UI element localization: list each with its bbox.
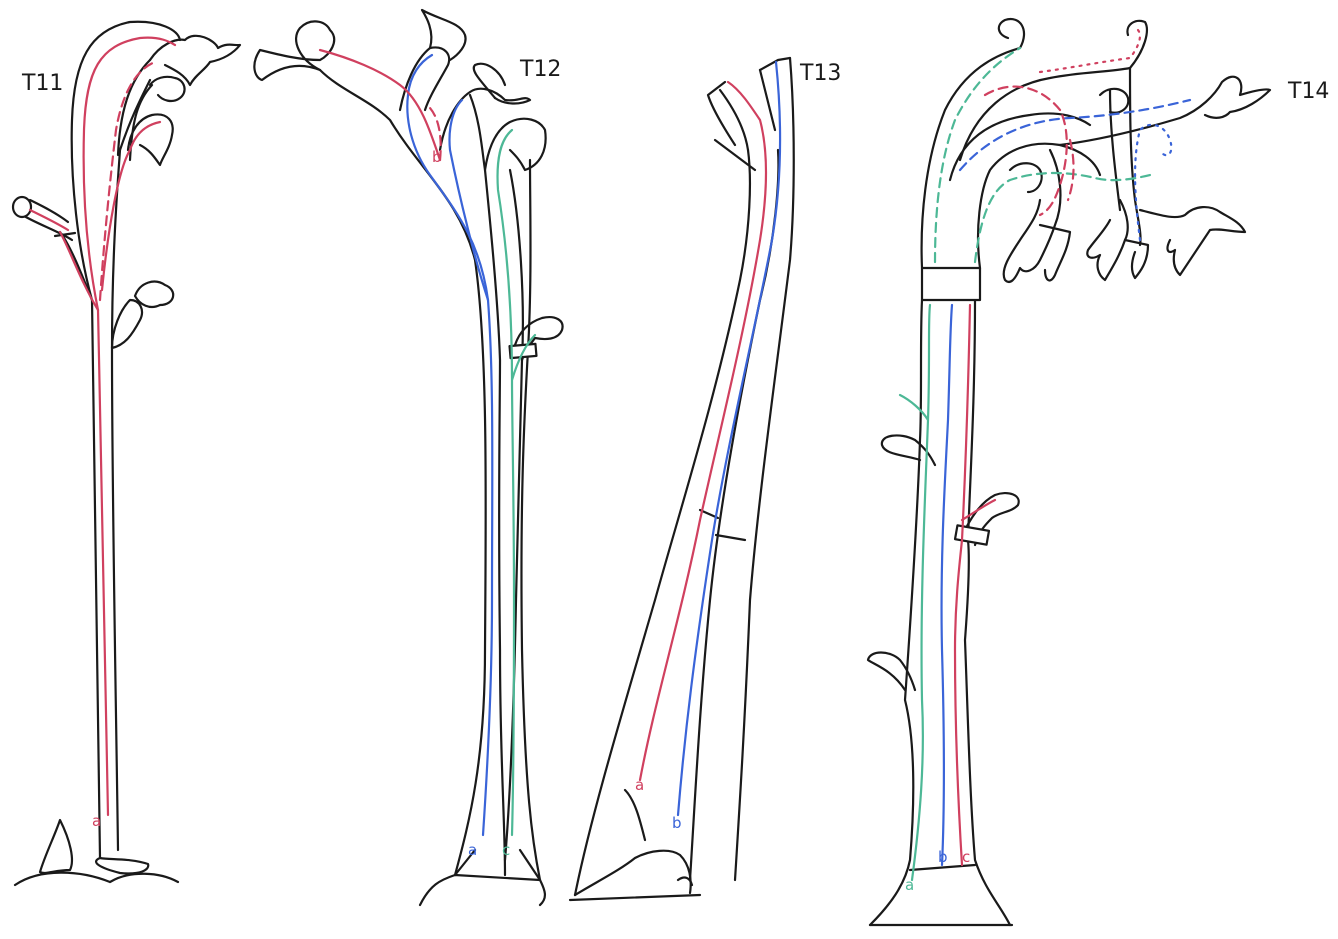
t14-head-right-top xyxy=(1060,77,1270,145)
t14-trace-c xyxy=(955,305,995,865)
t14-curl-2 xyxy=(1100,89,1128,113)
t13-base xyxy=(575,851,691,895)
t11-lower-bud xyxy=(112,300,142,348)
t13-stem-outline xyxy=(575,58,794,895)
t11-ground xyxy=(15,873,178,885)
t12-head-green xyxy=(485,119,546,170)
t11-head-2 xyxy=(150,77,185,101)
t11-base-leaf xyxy=(40,820,72,873)
t14-trace-tag-a: a xyxy=(905,876,914,894)
specimen-t14: T14 a b xyxy=(868,19,1329,925)
t11-trace-tag-a: a xyxy=(92,812,101,830)
t14-flower-head-3 xyxy=(1140,207,1245,275)
t12-trace-tag-b: b xyxy=(432,148,442,166)
t12-trace-tag-a: a xyxy=(468,841,477,859)
t14-trace-b xyxy=(942,305,952,865)
t14-flower-head-1 xyxy=(1004,150,1061,282)
specimen-t12: T12 a c b xyxy=(254,10,562,905)
t13-trace-tag-b: b xyxy=(672,814,682,832)
specimen-label-t13: T13 xyxy=(799,61,841,86)
t11-stem-outline xyxy=(72,22,180,858)
t14-trace-tag-b: b xyxy=(938,848,948,866)
specimen-label-t14: T14 xyxy=(1287,79,1329,104)
t12-trace-tag-c: c xyxy=(502,841,510,859)
specimen-t13: T13 a b xyxy=(570,58,841,900)
t14-trace-tag-c: c xyxy=(962,848,970,866)
t14-trace-a xyxy=(900,305,930,880)
t11-left-branch-tip xyxy=(13,197,31,217)
t14-flower-head-2 xyxy=(1087,200,1127,280)
t12-trace-a xyxy=(407,55,492,835)
specimen-label-t11: T11 xyxy=(21,71,63,96)
t14-stem-outline xyxy=(870,300,1010,925)
t14-collar xyxy=(922,268,980,300)
specimen-label-t12: T12 xyxy=(519,57,561,82)
t12-stem-outline xyxy=(320,70,505,875)
t13-trace-tag-a: a xyxy=(635,776,644,794)
t12-base xyxy=(420,875,545,905)
specimen-t11: T11 a xyxy=(13,22,240,885)
t13-trace-b xyxy=(678,62,780,815)
t12-trace-b xyxy=(320,50,440,160)
t11-base-cap xyxy=(96,858,148,873)
